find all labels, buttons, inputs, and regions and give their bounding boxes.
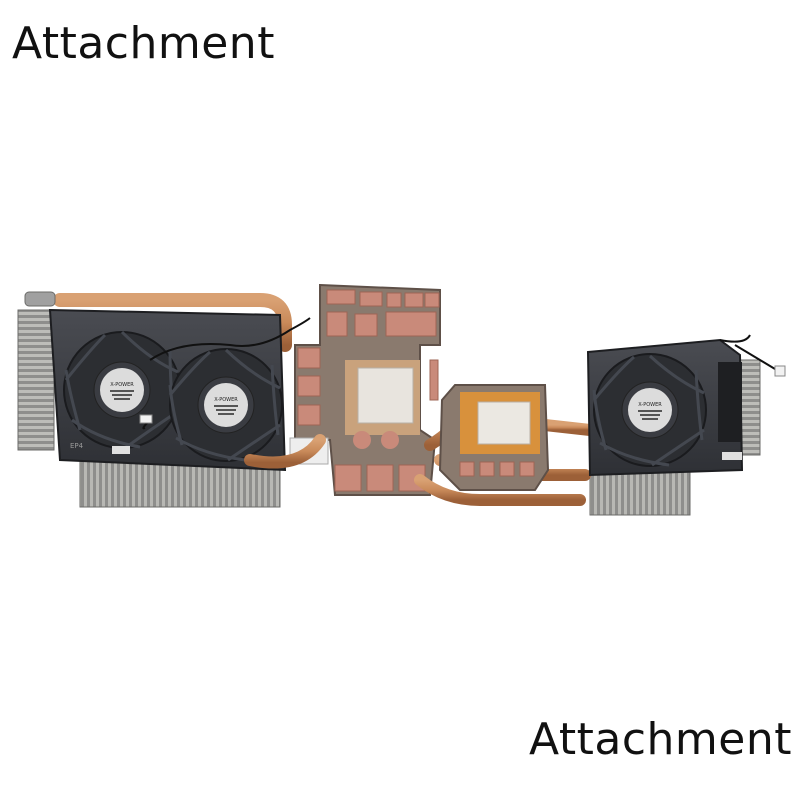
- fan-left-1-label: X-POWER: [110, 382, 134, 388]
- fan-left-1: X-POWER: [63, 330, 181, 450]
- left-fin-stack: [17, 309, 55, 451]
- caption-bottom: Attachment: [529, 714, 792, 765]
- fan-right-label: X-POWER: [638, 402, 662, 408]
- fan-left-2-label: X-POWER: [214, 397, 238, 403]
- fan-left-2: X-POWER: [168, 348, 283, 462]
- gpu-plate: [289, 283, 441, 496]
- housing-marking: EP4: [70, 442, 84, 450]
- fan-right: X-POWER: [592, 353, 707, 467]
- cpu-plate: [438, 384, 550, 491]
- caption-top: Attachment: [12, 18, 275, 69]
- right-fin-stack: [739, 359, 761, 456]
- bottom-right-fin-stack: [589, 469, 691, 516]
